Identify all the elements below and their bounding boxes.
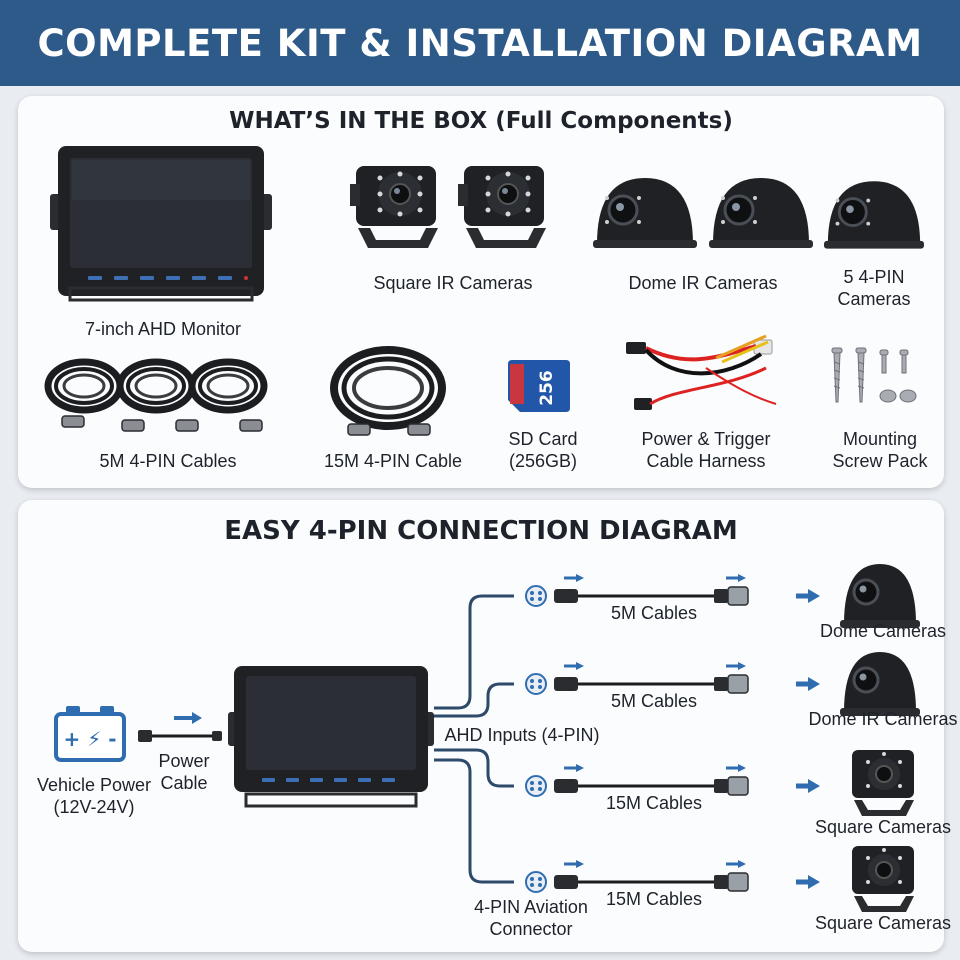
label-line: Cable Harness (646, 451, 766, 471)
sd-card-label: SD Card (256GB) (488, 428, 598, 472)
label-line: Vehicle Power (36, 775, 152, 795)
screws-icon (818, 347, 918, 414)
four-pin-cable-icon (524, 564, 920, 628)
cable-coil-icon (44, 354, 274, 444)
diagram-section-title: EASY 4-PIN CONNECTION DIAGRAM (224, 516, 738, 546)
aviation-connector-label: 4-PIN Aviation Connector (464, 896, 598, 940)
label-line: SD Card (508, 429, 578, 449)
cable-length-label: 5M Cables (610, 691, 698, 711)
sd-card-capacity: 256 (537, 370, 557, 406)
fifteen-m-cable-label: 15M 4-PIN Cable (323, 451, 463, 471)
four-pin-cable-icon (524, 652, 920, 716)
dome-cameras-label: Dome IR Cameras (628, 273, 778, 293)
connection-diagram-panel: EASY 4-PIN CONNECTION DIAGRAM + ⚡ - Vehi… (18, 500, 958, 952)
label-line: Power & Trigger (641, 429, 771, 449)
dome-camera-icon (840, 564, 920, 628)
dome-camera-icon (822, 176, 926, 252)
camera-type-label: Dome Cameras (819, 621, 947, 641)
harness-label: Power & Trigger Cable Harness (616, 428, 796, 472)
label-line: (12V-24V) (53, 797, 135, 817)
screw-pack-label: Mounting Screw Pack (812, 428, 948, 472)
monitor-icon (228, 666, 434, 814)
monitor-icon (50, 146, 272, 306)
label-line: 4-PIN Aviation (474, 897, 588, 917)
label-line: Connector (489, 919, 573, 939)
label-line: Cable (160, 773, 208, 793)
sd-card-icon: 256 (506, 360, 572, 412)
page-title: COMPLETE KIT & INSTALLATION DIAGRAM (37, 21, 923, 65)
cable-length-label: 15M Cables (605, 889, 703, 909)
four-pin-cable-icon (524, 750, 914, 816)
square-camera-icon (348, 158, 558, 258)
square-camera-icon (852, 750, 914, 816)
dome-camera-icon (593, 174, 815, 254)
label-line: (256GB) (508, 451, 578, 471)
four-pin-cable-icon (524, 846, 914, 912)
label-line: Mounting (842, 429, 918, 449)
cable-coil-icon (318, 344, 458, 444)
ahd-inputs-label: AHD Inputs (4-PIN) (444, 725, 600, 745)
five-m-cables-label: 5M 4-PIN Cables (99, 451, 237, 471)
label-line: Power (158, 751, 210, 771)
square-camera-icon (852, 846, 914, 912)
four-pin-cameras-label: 5 4-PIN Cameras (814, 266, 934, 310)
box-contents-panel: WHAT’S IN THE BOX (Full Components) 7-in… (18, 96, 944, 488)
label-line: 5 4-PIN (843, 267, 905, 287)
camera-type-label: Square Cameras (814, 817, 952, 837)
cable-length-label: 5M Cables (610, 603, 698, 623)
camera-type-label: Dome IR Cameras (808, 709, 958, 729)
monitor-label: 7-inch AHD Monitor (84, 319, 242, 339)
battery-symbols: + ⚡ - (63, 727, 116, 751)
square-cameras-label: Square IR Cameras (373, 273, 533, 293)
label-line: Cameras (837, 289, 911, 309)
battery-icon: + ⚡ - (54, 706, 126, 762)
camera-type-label: Square Cameras (814, 913, 952, 933)
box-section-title: WHAT’S IN THE BOX (Full Components) (229, 108, 733, 134)
cable-length-label: 15M Cables (605, 793, 703, 813)
power-cable-icon (128, 706, 228, 746)
dome-camera-icon (840, 652, 920, 716)
page-header: COMPLETE KIT & INSTALLATION DIAGRAM (0, 0, 960, 86)
connection-lines (434, 594, 514, 884)
vehicle-power-label: Vehicle Power (12V-24V) (24, 774, 164, 818)
wire-harness-icon (616, 328, 786, 420)
power-cable-label: Power Cable (144, 750, 224, 794)
label-line: Screw Pack (832, 451, 928, 471)
